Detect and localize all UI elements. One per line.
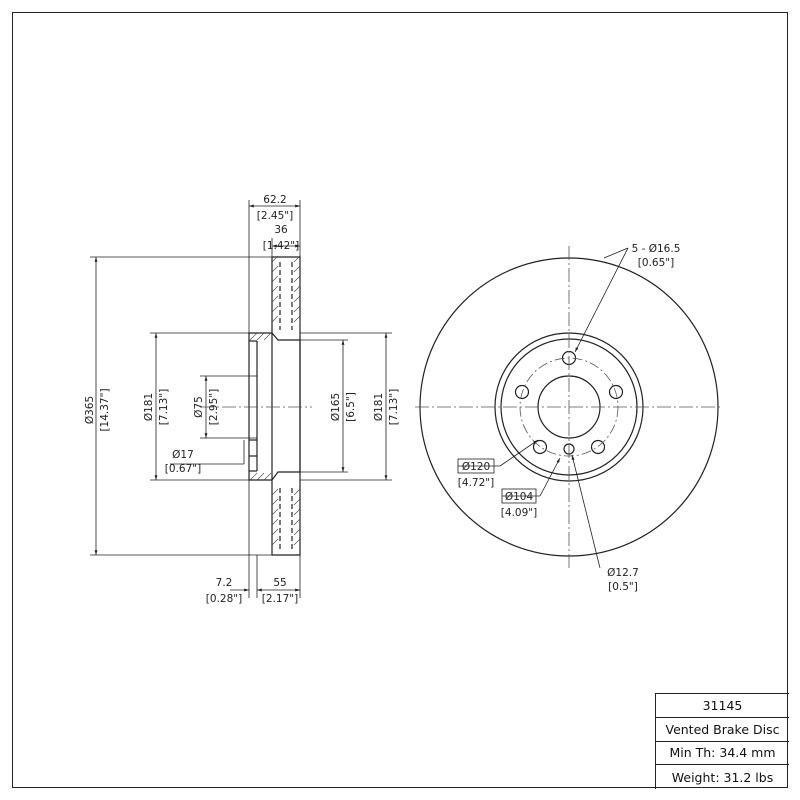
dim-hat-right-diameter-inch: [7.13"]: [388, 389, 400, 425]
dim-disc-thickness: 36: [274, 224, 288, 236]
dim-pin-hole-inch: [0.5"]: [608, 581, 638, 593]
part-number: 31145: [656, 694, 789, 718]
front-view-construction: [415, 246, 723, 568]
dim-bolt-circle: Ø120: [462, 461, 490, 473]
title-block: 31145 Vented Brake Disc Min Th: 34.4 mm …: [655, 693, 789, 789]
hole-circle-label-box: [501, 488, 537, 504]
dim-inner-diameter-inch: [6.5"]: [345, 392, 357, 422]
dim-disc-thickness-inch: [1.42"]: [263, 240, 299, 252]
min-thickness: Min Th: 34.4 mm: [656, 742, 789, 766]
dim-hole-circle: Ø104: [505, 491, 534, 503]
dim-hat-height: 55: [273, 577, 286, 589]
dim-bolt-holes: 5 - Ø16.5: [632, 243, 681, 255]
dim-inner-diameter: Ø165: [330, 393, 342, 421]
bolt-hole-4: [532, 439, 548, 455]
dim-hat-thickness-inch: [0.28"]: [206, 593, 242, 605]
dim-bolt-circle-inch: [4.72"]: [458, 477, 494, 489]
dim-hat-thickness: 7.2: [216, 577, 233, 589]
dim-center-bore: Ø75: [193, 396, 205, 418]
dim-center-bore-inch: [2.95"]: [208, 389, 220, 425]
dim-pin-hole: Ø12.7: [607, 567, 639, 579]
dim-hat-height-inch: [2.17"]: [262, 593, 298, 605]
dim-bolt-holes-inch: [0.65"]: [638, 257, 674, 269]
bolt-hole-2: [608, 384, 624, 400]
dim-small-hole-inch: [0.67"]: [165, 463, 201, 475]
part-description: Vented Brake Disc: [656, 718, 789, 742]
dim-hat-diameter-inch: [7.13"]: [158, 389, 170, 425]
dim-width-total-inch: [2.45"]: [257, 210, 293, 222]
dim-outer-diameter-inch: [14.37"]: [99, 388, 111, 431]
dim-hat-diameter: Ø181: [143, 393, 155, 421]
side-view-hatching: [249, 255, 301, 546]
dim-hat-right-diameter: Ø181: [373, 393, 385, 421]
bolt-hole-3: [590, 439, 606, 455]
dim-outer-diameter: Ø365: [84, 396, 96, 424]
dim-small-hole: Ø17: [172, 449, 194, 461]
bolt-circle-label-box: [457, 458, 495, 474]
front-view-leaders: [458, 247, 629, 569]
bolt-hole-5: [514, 384, 530, 400]
weight: Weight: 31.2 lbs: [671, 769, 774, 785]
side-view-profile: [248, 256, 301, 556]
dim-hole-circle-inch: [4.09"]: [501, 507, 537, 519]
dim-width-total: 62.2: [263, 194, 286, 206]
drawing-frame: [12, 12, 788, 788]
side-view-dimension-lines: [90, 200, 392, 598]
